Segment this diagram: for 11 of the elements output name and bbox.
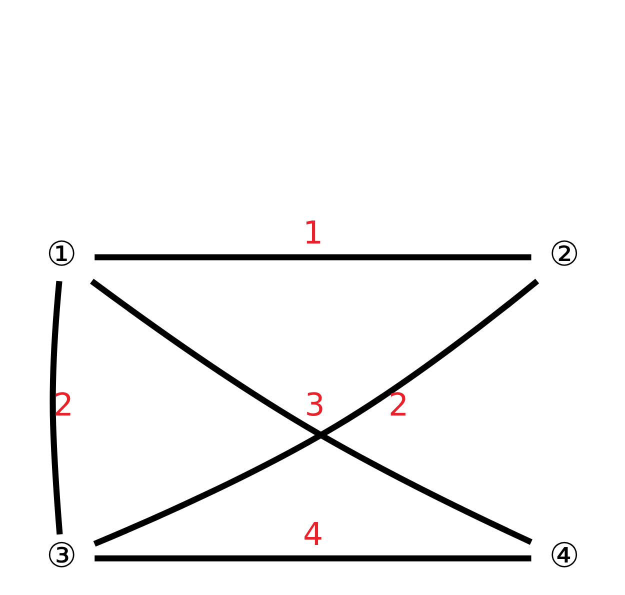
connector [94, 555, 531, 562]
edge-label: 2 [388, 387, 408, 424]
node-text: ③ [46, 536, 76, 576]
node-text: ④ [548, 536, 580, 576]
edge-label: 4 [302, 516, 323, 553]
connector [94, 254, 531, 260]
node-text: ① [46, 234, 76, 275]
edge-label: 1 [302, 216, 323, 252]
node-text: ② [548, 234, 580, 275]
connector [49, 280, 62, 535]
edge-label: 3 [304, 387, 324, 424]
